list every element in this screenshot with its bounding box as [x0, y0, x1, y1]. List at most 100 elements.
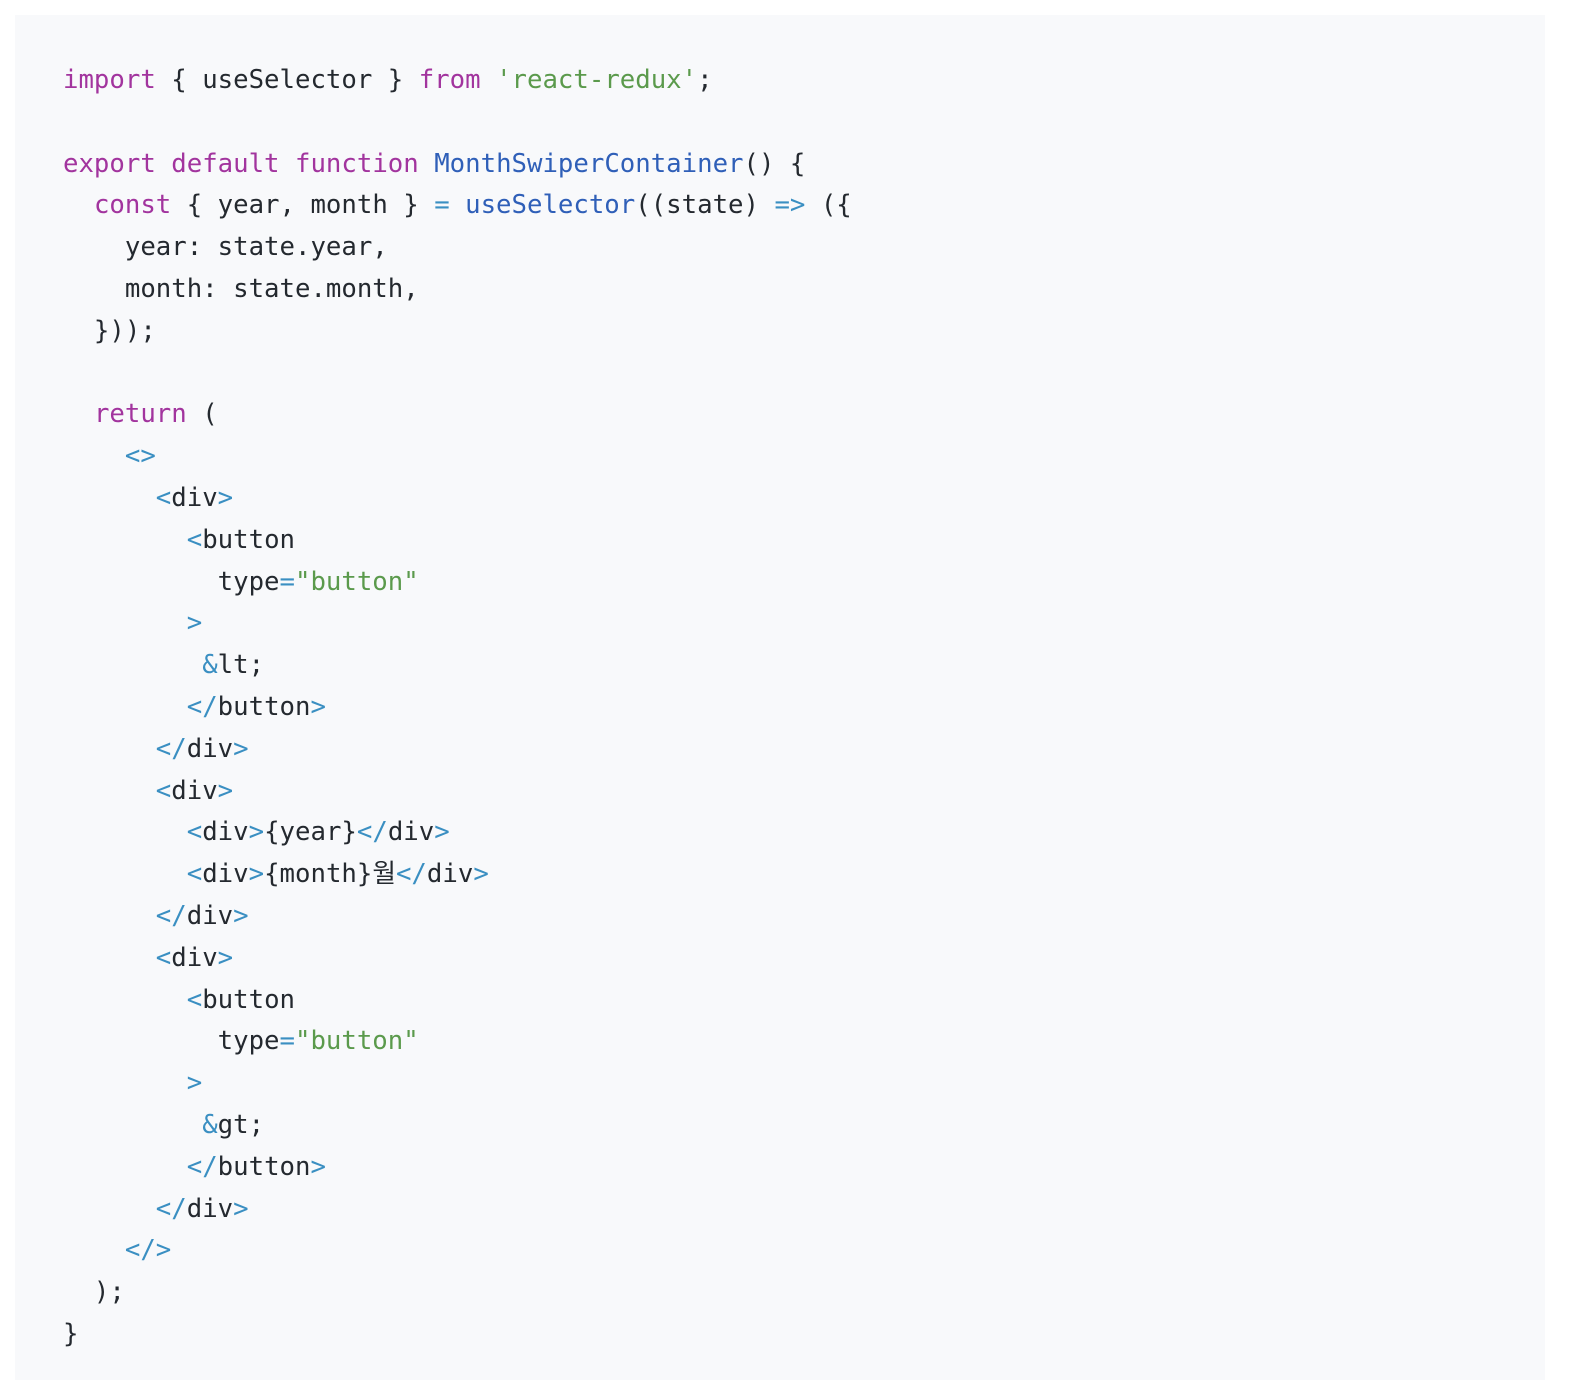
code-token: }));	[63, 315, 156, 346]
code-line: import { useSelector } from 'react-redux…	[63, 60, 1545, 102]
code-token: (	[186, 399, 218, 430]
code-line: </div>	[63, 1189, 1545, 1231]
code-token: "button"	[294, 566, 419, 597]
code-line: >	[63, 1063, 1545, 1105]
code-token: div	[186, 900, 234, 931]
code-token: <	[186, 817, 203, 848]
code-token: div	[171, 482, 218, 513]
code-token	[63, 608, 187, 638]
code-token	[63, 1235, 125, 1265]
code-token: default	[171, 148, 280, 179]
code-token: type	[63, 1026, 280, 1057]
code-token	[63, 1068, 187, 1098]
code-line: <>	[63, 436, 1545, 478]
code-token: div	[202, 859, 249, 890]
code-token: <	[155, 775, 172, 806]
code-token: <>	[124, 441, 156, 472]
code-token: const	[93, 190, 172, 221]
code-token	[63, 1152, 187, 1182]
code-line: type="button"	[63, 1021, 1545, 1063]
code-token: >	[217, 482, 234, 513]
code-token: &	[202, 650, 218, 681]
code-token	[481, 65, 496, 95]
code-token: >	[473, 859, 489, 890]
code-token: 'react-redux'	[496, 65, 698, 95]
code-block: import { useSelector } from 'react-redux…	[15, 15, 1545, 1380]
code-line: &gt;	[63, 1105, 1545, 1147]
code-token: >	[233, 733, 249, 764]
code-line: <div>	[63, 478, 1545, 520]
code-token: >	[248, 859, 265, 890]
code-token: button	[217, 691, 311, 722]
code-token: div	[171, 775, 218, 806]
code-token	[280, 149, 295, 179]
code-token: { useSelector }	[155, 65, 419, 95]
code-token: ({	[805, 190, 852, 221]
code-token	[63, 859, 187, 889]
code-token	[63, 483, 156, 513]
code-line: }	[63, 1314, 1545, 1356]
code-line: &lt;	[63, 645, 1545, 687]
code-line: ​	[63, 353, 1545, 395]
code-token: () {	[743, 148, 806, 179]
code-token: >	[217, 942, 234, 973]
code-token: </	[395, 859, 427, 890]
code-line: </button>	[63, 1147, 1545, 1189]
code-token: );	[63, 1277, 125, 1308]
code-line: export default function MonthSwiperConta…	[63, 144, 1545, 186]
code-line: month: state.month,	[63, 269, 1545, 311]
code-line: >	[63, 603, 1545, 645]
code-token: button	[202, 984, 295, 1015]
code-token	[419, 149, 434, 179]
code-token: {year}	[264, 817, 357, 848]
code-token: >	[186, 1068, 203, 1099]
code-token: ;	[697, 65, 713, 95]
code-line: const { year, month } = useSelector((sta…	[63, 185, 1545, 227]
code-token	[63, 817, 187, 847]
code-line: <button	[63, 520, 1545, 562]
code-token: lt;	[217, 650, 265, 681]
code-token: >	[217, 775, 234, 806]
code-token: =>	[774, 190, 806, 221]
code-token: =	[434, 190, 450, 221]
code-token: MonthSwiperContainer	[434, 148, 744, 179]
code-token: function	[295, 148, 419, 179]
code-token	[63, 399, 94, 429]
code-token: div	[186, 1193, 234, 1224]
code-token: div	[387, 817, 435, 848]
code-token: >	[310, 1151, 326, 1182]
code-token: useSelector	[465, 190, 636, 221]
code-line: <button	[63, 980, 1545, 1022]
code-token: </	[155, 733, 187, 764]
code-token: "button"	[294, 1026, 419, 1057]
code-token: <	[186, 984, 203, 1015]
code-line: ​	[63, 102, 1545, 144]
code-token: div	[171, 942, 218, 973]
code-token: ((state)	[635, 190, 775, 221]
code-line: <div>{year}</div>	[63, 812, 1545, 854]
code-line: </div>	[63, 729, 1545, 771]
code-token: type	[63, 566, 280, 597]
code-token: </	[186, 1151, 218, 1182]
code-token: div	[186, 733, 234, 764]
code-token: <	[186, 859, 203, 890]
code-token: import	[63, 65, 156, 95]
code-token: &	[202, 1109, 218, 1140]
code-token: month: state.month,	[63, 273, 419, 304]
code-token	[156, 149, 171, 179]
code-token: </	[356, 817, 388, 848]
code-token: div	[202, 817, 249, 848]
code-token: <	[155, 942, 172, 973]
code-token: div	[426, 859, 474, 890]
code-token	[63, 901, 156, 931]
code-line: year: state.year,	[63, 227, 1545, 269]
code-token: >	[434, 817, 450, 848]
code-token	[63, 734, 156, 764]
code-line: }));	[63, 311, 1545, 353]
code-line: return (	[63, 394, 1545, 436]
code-token	[63, 692, 187, 722]
code-line: type="button"	[63, 562, 1545, 604]
code-token	[63, 943, 156, 973]
code-token: from	[418, 65, 481, 95]
code-token: year: state.year,	[63, 232, 388, 263]
